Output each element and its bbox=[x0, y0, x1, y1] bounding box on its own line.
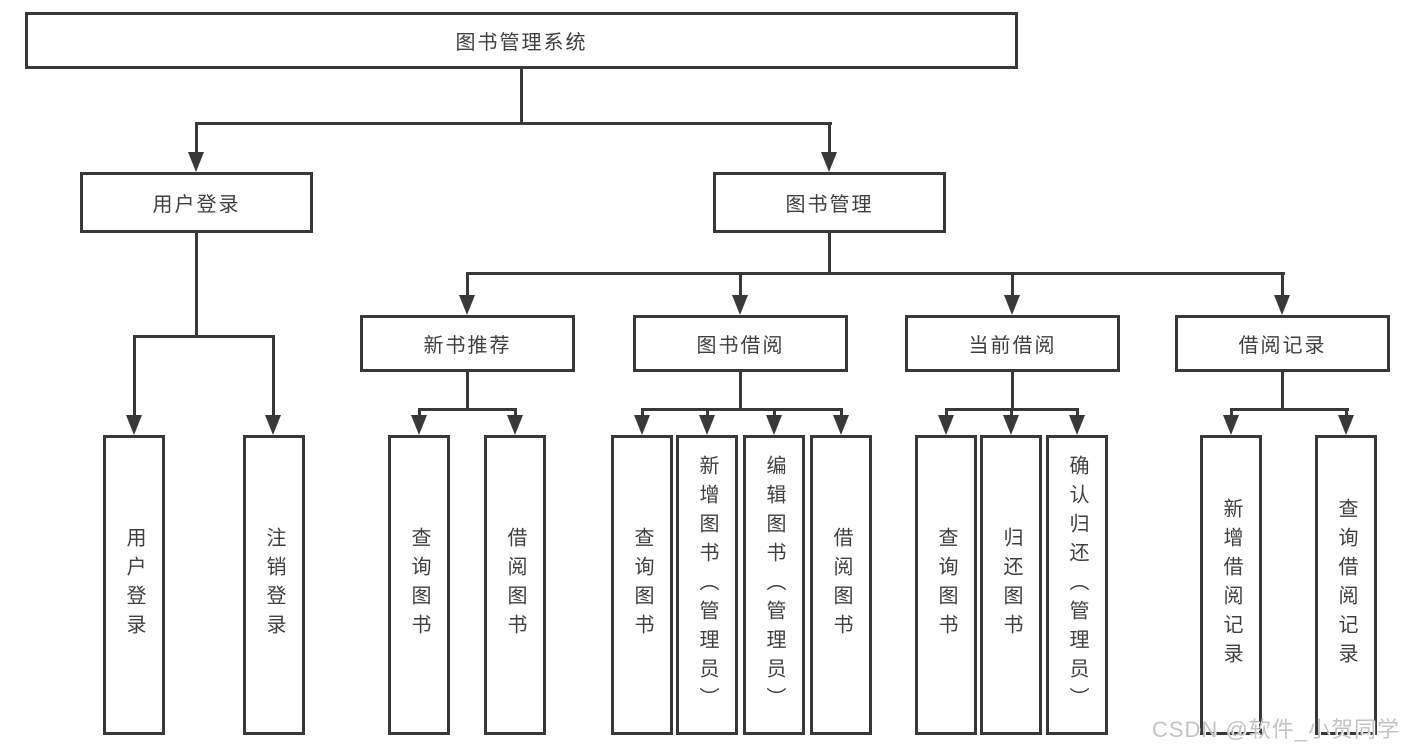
edge-drop-new-book bbox=[466, 272, 469, 298]
node-new-book-recommend: 新书推荐 bbox=[360, 315, 575, 372]
arrow-down-icon bbox=[1003, 415, 1019, 435]
arrow-down-icon bbox=[188, 152, 204, 172]
arrow-down-icon bbox=[507, 415, 523, 435]
leaf-borrow-books-recommend: 借阅图书 bbox=[484, 435, 546, 735]
edge-drop-leaf bbox=[272, 335, 275, 417]
arrow-down-icon bbox=[1004, 295, 1020, 315]
arrow-down-icon bbox=[833, 415, 849, 435]
arrow-down-icon bbox=[938, 415, 954, 435]
leaf-query-books-current: 查询图书 bbox=[915, 435, 977, 735]
edge-drop-borrow-records bbox=[1281, 272, 1284, 298]
node-label: 借阅记录 bbox=[1238, 335, 1327, 357]
edge-drop-leaf bbox=[418, 408, 421, 418]
arrow-down-icon bbox=[821, 152, 837, 172]
edge-drop-user-login bbox=[195, 122, 198, 155]
edge-new-book-rail bbox=[418, 408, 517, 411]
csdn-watermark: CSDN @软件_小贺同学 bbox=[1151, 717, 1400, 742]
edge-drop-current-borrow bbox=[1011, 272, 1014, 298]
edge-drop-leaf bbox=[840, 408, 843, 418]
arrow-down-icon bbox=[732, 295, 748, 315]
edge-drop-leaf bbox=[1230, 408, 1233, 418]
arrow-down-icon bbox=[1338, 415, 1354, 435]
arrow-down-icon bbox=[126, 415, 142, 435]
node-current-borrow: 当前借阅 bbox=[905, 315, 1120, 372]
arrow-down-icon bbox=[1274, 295, 1290, 315]
leaf-confirm-return-admin: 确认归还（管理员） bbox=[1046, 435, 1108, 735]
edge-drop-leaf bbox=[514, 408, 517, 418]
edge-current-borrow-stem bbox=[1011, 372, 1014, 411]
edge-drop-book-management bbox=[828, 122, 831, 155]
edge-drop-leaf bbox=[1010, 408, 1013, 418]
arrow-down-icon bbox=[459, 295, 475, 315]
edge-new-book-stem bbox=[466, 372, 469, 411]
node-label: 图书借阅 bbox=[696, 335, 785, 357]
node-label: 确认归还（管理员） bbox=[1066, 454, 1088, 716]
edge-drop-leaf bbox=[773, 408, 776, 418]
leaf-return-books: 归还图书 bbox=[980, 435, 1042, 735]
node-book-management-system: 图书管理系统 bbox=[25, 12, 1018, 69]
edge-user-login-stem bbox=[195, 233, 198, 337]
edge-drop-leaf bbox=[641, 408, 644, 418]
node-label: 注销登录 bbox=[263, 527, 285, 643]
node-label: 查询图书 bbox=[631, 527, 653, 643]
leaf-query-borrow-record: 查询借阅记录 bbox=[1315, 435, 1377, 735]
node-label: 归还图书 bbox=[1000, 527, 1022, 643]
leaf-query-books-borrow: 查询图书 bbox=[611, 435, 673, 735]
node-book-management: 图书管理 bbox=[713, 172, 946, 233]
edge-root-rail bbox=[195, 122, 832, 125]
arrow-down-icon bbox=[699, 415, 715, 435]
edge-book-management-stem bbox=[828, 233, 831, 274]
node-label: 新增图书（管理员） bbox=[696, 454, 718, 716]
leaf-add-books-admin: 新增图书（管理员） bbox=[676, 435, 738, 735]
edge-drop-leaf bbox=[706, 408, 709, 418]
edge-book-borrow-rail bbox=[641, 408, 843, 411]
node-label: 用户登录 bbox=[152, 194, 241, 216]
arrow-down-icon bbox=[265, 415, 281, 435]
arrow-down-icon bbox=[1069, 415, 1085, 435]
edge-borrow-records-stem bbox=[1281, 372, 1284, 411]
leaf-add-borrow-record: 新增借阅记录 bbox=[1200, 435, 1262, 735]
edge-user-login-rail bbox=[133, 335, 275, 338]
node-label: 借阅图书 bbox=[830, 527, 852, 643]
node-label: 编辑图书（管理员） bbox=[763, 454, 785, 716]
node-label: 查询图书 bbox=[935, 527, 957, 643]
arrow-down-icon bbox=[411, 415, 427, 435]
edge-book-management-rail bbox=[466, 272, 1285, 275]
leaf-query-books-recommend: 查询图书 bbox=[388, 435, 450, 735]
arrow-down-icon bbox=[634, 415, 650, 435]
node-label: 查询借阅记录 bbox=[1335, 498, 1357, 672]
node-book-borrow: 图书借阅 bbox=[633, 315, 848, 372]
node-label: 图书管理 bbox=[785, 194, 874, 216]
edge-root-stem bbox=[520, 69, 523, 125]
node-label: 当前借阅 bbox=[968, 335, 1057, 357]
arrow-down-icon bbox=[1223, 415, 1239, 435]
node-label: 图书管理系统 bbox=[455, 32, 588, 54]
node-label: 用户登录 bbox=[123, 527, 145, 643]
edge-drop-leaf bbox=[1345, 408, 1348, 418]
edge-drop-leaf bbox=[945, 408, 948, 418]
leaf-logout: 注销登录 bbox=[243, 435, 305, 735]
leaf-user-login: 用户登录 bbox=[103, 435, 165, 735]
edge-drop-book-borrow bbox=[739, 272, 742, 298]
edge-borrow-records-rail bbox=[1230, 408, 1349, 411]
edge-book-borrow-stem bbox=[739, 372, 742, 411]
node-label: 新书推荐 bbox=[423, 335, 512, 357]
node-label: 借阅图书 bbox=[504, 527, 526, 643]
node-label: 查询图书 bbox=[408, 527, 430, 643]
leaf-borrow-books: 借阅图书 bbox=[810, 435, 872, 735]
leaf-edit-books-admin: 编辑图书（管理员） bbox=[743, 435, 805, 735]
edge-drop-leaf bbox=[133, 335, 136, 417]
arrow-down-icon bbox=[766, 415, 782, 435]
edge-drop-leaf bbox=[1076, 408, 1079, 418]
node-label: 新增借阅记录 bbox=[1220, 498, 1242, 672]
node-borrow-records: 借阅记录 bbox=[1175, 315, 1390, 372]
node-user-login: 用户登录 bbox=[80, 172, 313, 233]
